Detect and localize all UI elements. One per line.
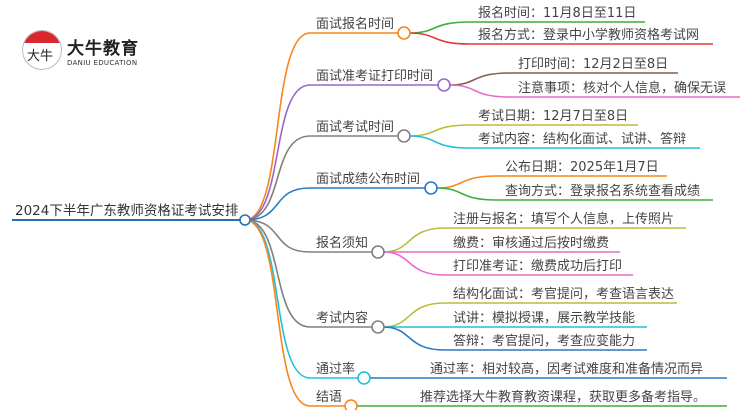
branch-label: 报名须知 [316,235,368,251]
branch-label: 面试考试时间 [316,120,394,135]
leaf-label: 注意事项：核对个人信息，确保无误 [518,80,726,96]
leaf-label: 打印时间：12月2日至8日 [518,57,668,72]
leaf-connector [448,72,678,86]
leaf-label: 打印准考证：缴费成功后打印 [453,259,622,274]
root-label: 2024下半年广东教师资格证考试安排 [15,203,238,219]
branch-connector [244,135,399,221]
branch-node-icon [371,320,385,334]
leaf-connector [408,135,700,149]
leaf-label: 查询方式：登录报名系统查看成绩 [505,183,700,199]
leaf-label: 答辩：考官提问，考查应变能力 [453,333,635,349]
leaf-label: 试讲：模拟授课，展示教学技能 [453,310,635,326]
branch-node-icon [437,78,451,92]
branch-node-icon [344,399,358,410]
leaf-label: 注册与报名：填写个人信息，上传照片 [453,211,674,227]
leaf-connector [382,302,677,328]
branch-connector [244,187,426,221]
leaf-connector [382,326,647,351]
branch-node-icon [371,245,385,259]
branch-label: 面试准考证打印时间 [316,69,433,84]
root-node-icon [239,214,251,226]
leaf-connector [435,187,713,201]
branch-node-icon [397,26,411,40]
branch-label: 通过率 [316,361,355,377]
leaf-connector [382,227,686,253]
branch-connector [244,32,399,221]
leaf-label: 通过率：相对较高，因考试难度和准备情况而异 [430,361,703,377]
logo-name-en: DANIU EDUCATION [67,58,138,67]
branch-node-icon [357,371,371,385]
leaf-label: 缴费：审核通过后按时缴费 [453,236,609,251]
leaf-label: 报名时间：11月8日至11日 [478,5,636,21]
branch-label: 结语 [316,390,342,405]
logo: 大牛 大牛教育 DANIU EDUCATION [22,30,139,70]
branch-node-icon [397,129,411,143]
leaf-connector [382,251,633,276]
leaf-connector [408,32,713,45]
logo-mark-glyph: 大牛 [27,49,54,64]
logo-name-cn: 大牛教育 [67,38,139,59]
branch-label: 考试内容 [316,310,368,326]
branch-connector [244,219,373,253]
leaf-label: 结构化面试：考官提问，考查语言表达 [453,286,674,302]
leaf-connector [408,124,638,137]
branch-label: 面试报名时间 [316,16,394,32]
branch-connector [244,219,373,328]
leaf-connector [408,21,645,34]
leaf-label: 考试内容：结构化面试、试讲、答辩 [478,131,686,147]
branch-node-icon [424,181,438,195]
leaf-label: 考试日期：12月7日至8日 [478,109,628,124]
leaf-label: 报名方式：登录中小学教师资格考试网 [478,27,699,43]
leaf-label: 公布日期：2025年1月7日 [505,160,659,175]
logo-mark-icon: 大牛 [22,30,62,70]
leaf-label: 推荐选择大牛教育教资课程，获取更多备考指导。 [420,389,706,405]
leaf-connector [448,84,740,98]
branch-label: 面试成绩公布时间 [316,172,420,187]
branch-connector [244,84,439,221]
branch-connector [244,219,346,407]
leaf-connector [435,175,667,189]
